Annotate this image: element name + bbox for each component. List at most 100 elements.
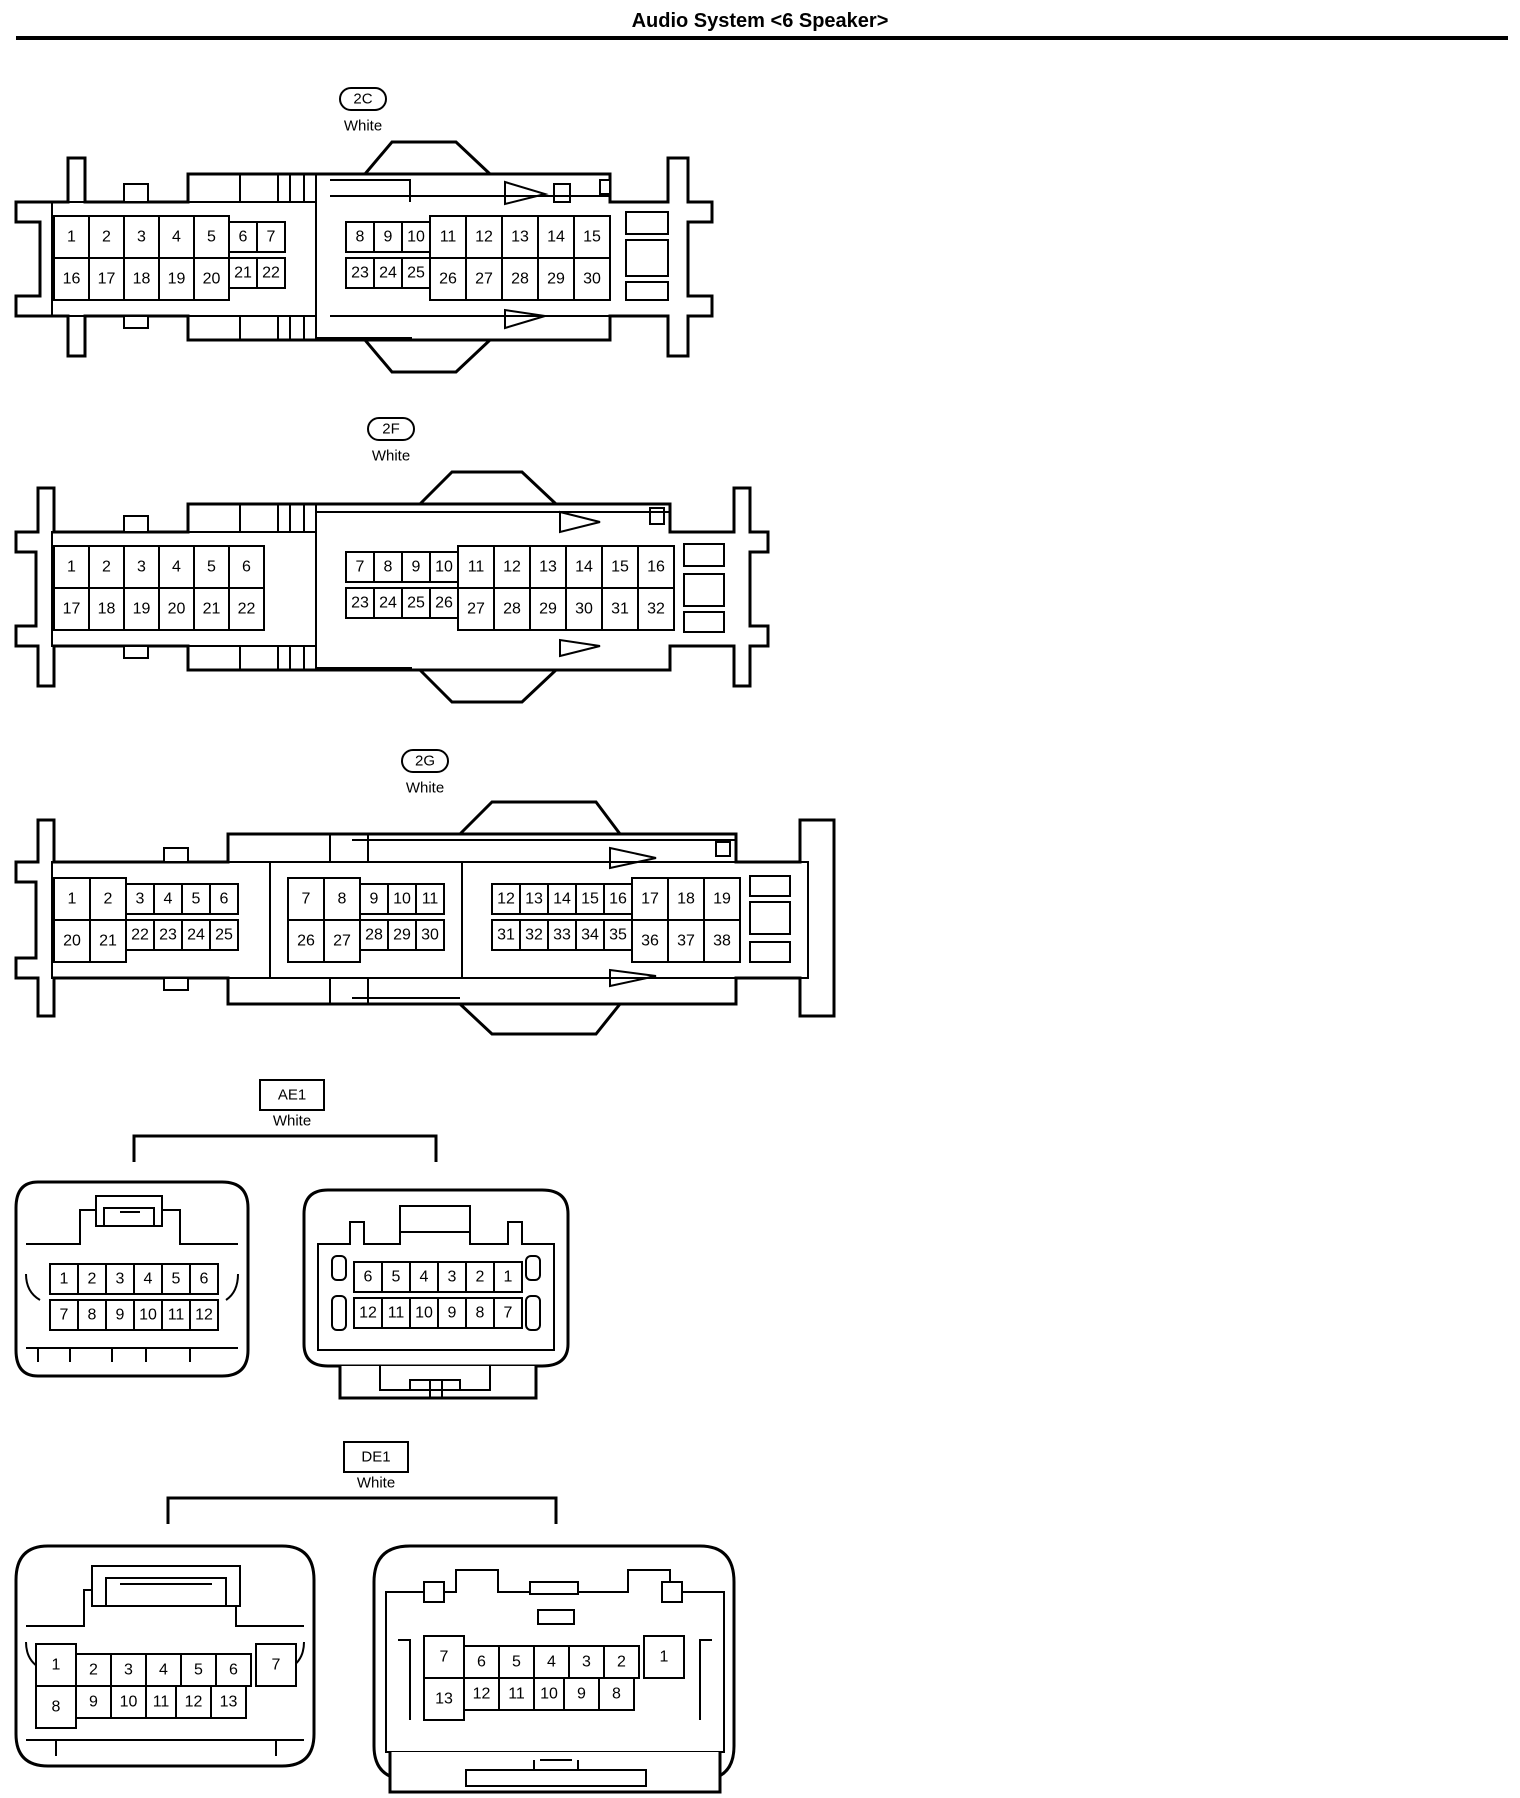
pin-cell xyxy=(423,1635,465,1679)
pin-number: 1 xyxy=(68,891,77,908)
pin-number: 10 xyxy=(415,1305,433,1322)
pin-number: 2 xyxy=(476,1269,485,1286)
pin-number: 34 xyxy=(581,927,599,944)
pin-cell xyxy=(193,257,230,301)
pin-number: 14 xyxy=(553,891,571,908)
pin-cell xyxy=(53,919,91,963)
pin-number: 6 xyxy=(239,229,248,246)
pin-cell xyxy=(643,1635,685,1679)
pin-number: 9 xyxy=(89,1694,98,1711)
pin-number: 13 xyxy=(525,891,543,908)
pin-cell xyxy=(181,919,211,951)
pin-number: 5 xyxy=(392,1269,401,1286)
pin-cell xyxy=(209,883,239,915)
pin-number: 17 xyxy=(641,891,659,908)
pin-cell xyxy=(35,1685,77,1729)
pin-number: 12 xyxy=(475,229,493,246)
connector-ae1-id: AE1 xyxy=(278,1087,306,1104)
pin-number: 10 xyxy=(120,1694,138,1711)
pin-number: 28 xyxy=(365,927,383,944)
pin-number: 3 xyxy=(582,1654,591,1671)
pin-cell xyxy=(493,587,531,631)
pin-cell xyxy=(429,215,467,259)
pin-number: 10 xyxy=(139,1307,157,1324)
pin-number: 4 xyxy=(159,1662,168,1679)
pin-number: 29 xyxy=(393,927,411,944)
pin-number: 12 xyxy=(497,891,515,908)
pin-cell xyxy=(323,919,361,963)
pin-cell xyxy=(437,1297,467,1329)
pin-number: 10 xyxy=(540,1686,558,1703)
pin-cell xyxy=(210,1685,247,1719)
pin-number: 27 xyxy=(467,601,485,618)
pin-cell xyxy=(53,877,91,921)
pin-number: 6 xyxy=(220,891,229,908)
pin-cell xyxy=(463,1645,500,1679)
pin-number: 6 xyxy=(364,1269,373,1286)
connector-2f-id: 2F xyxy=(382,421,400,438)
pin-number: 24 xyxy=(187,927,205,944)
pin-number: 37 xyxy=(677,933,695,950)
connector-2f-color: White xyxy=(372,448,410,465)
pin-cell xyxy=(105,1263,135,1295)
pin-number: 7 xyxy=(267,229,276,246)
pin-cell xyxy=(228,257,258,289)
pin-number: 2 xyxy=(104,891,113,908)
pin-number: 21 xyxy=(99,933,117,950)
pin-number: 26 xyxy=(439,271,457,288)
pin-number: 13 xyxy=(435,1691,453,1708)
pin-number: 25 xyxy=(407,595,425,612)
pin-number: 28 xyxy=(511,271,529,288)
pin-number: 16 xyxy=(647,559,665,576)
pin-number: 25 xyxy=(215,927,233,944)
pin-number: 30 xyxy=(583,271,601,288)
pin-cell xyxy=(547,883,577,915)
pin-number: 15 xyxy=(581,891,599,908)
pin-cell xyxy=(153,883,183,915)
pin-number: 5 xyxy=(207,559,216,576)
pin-number: 24 xyxy=(379,265,397,282)
connector-ae1-id-box xyxy=(259,1079,325,1111)
pin-number: 20 xyxy=(63,933,81,950)
connector-2g-label: 2G White xyxy=(401,749,449,797)
connector-ae1-color: White xyxy=(273,1113,311,1130)
pin-cell xyxy=(437,1261,467,1293)
pin-number: 1 xyxy=(52,1657,61,1674)
pin-cell xyxy=(161,1299,191,1331)
pin-number: 28 xyxy=(503,601,521,618)
pin-number: 5 xyxy=(194,1662,203,1679)
pin-number: 22 xyxy=(238,601,256,618)
pin-number: 12 xyxy=(473,1686,491,1703)
pin-cell xyxy=(601,545,639,589)
pin-number: 15 xyxy=(583,229,601,246)
pin-number: 8 xyxy=(384,559,393,576)
pin-cell xyxy=(631,919,669,963)
pin-cell xyxy=(287,919,325,963)
pin-cell xyxy=(429,257,467,301)
pin-number: 14 xyxy=(575,559,593,576)
pin-number: 4 xyxy=(172,229,181,246)
pin-number: 10 xyxy=(393,891,411,908)
pin-number: 12 xyxy=(195,1307,213,1324)
pin-number: 26 xyxy=(435,595,453,612)
pin-number: 4 xyxy=(144,1271,153,1288)
pin-number: 3 xyxy=(136,891,145,908)
pin-cell xyxy=(345,257,375,289)
pin-number: 7 xyxy=(302,891,311,908)
pin-number: 10 xyxy=(407,229,425,246)
pin-number: 9 xyxy=(384,229,393,246)
pin-number: 1 xyxy=(60,1271,69,1288)
pin-number: 3 xyxy=(116,1271,125,1288)
pin-cell xyxy=(353,1261,383,1293)
pin-cell xyxy=(89,919,127,963)
pin-number: 4 xyxy=(420,1269,429,1286)
pin-number: 23 xyxy=(351,595,369,612)
pin-cell xyxy=(158,257,195,301)
pin-number: 9 xyxy=(577,1686,586,1703)
